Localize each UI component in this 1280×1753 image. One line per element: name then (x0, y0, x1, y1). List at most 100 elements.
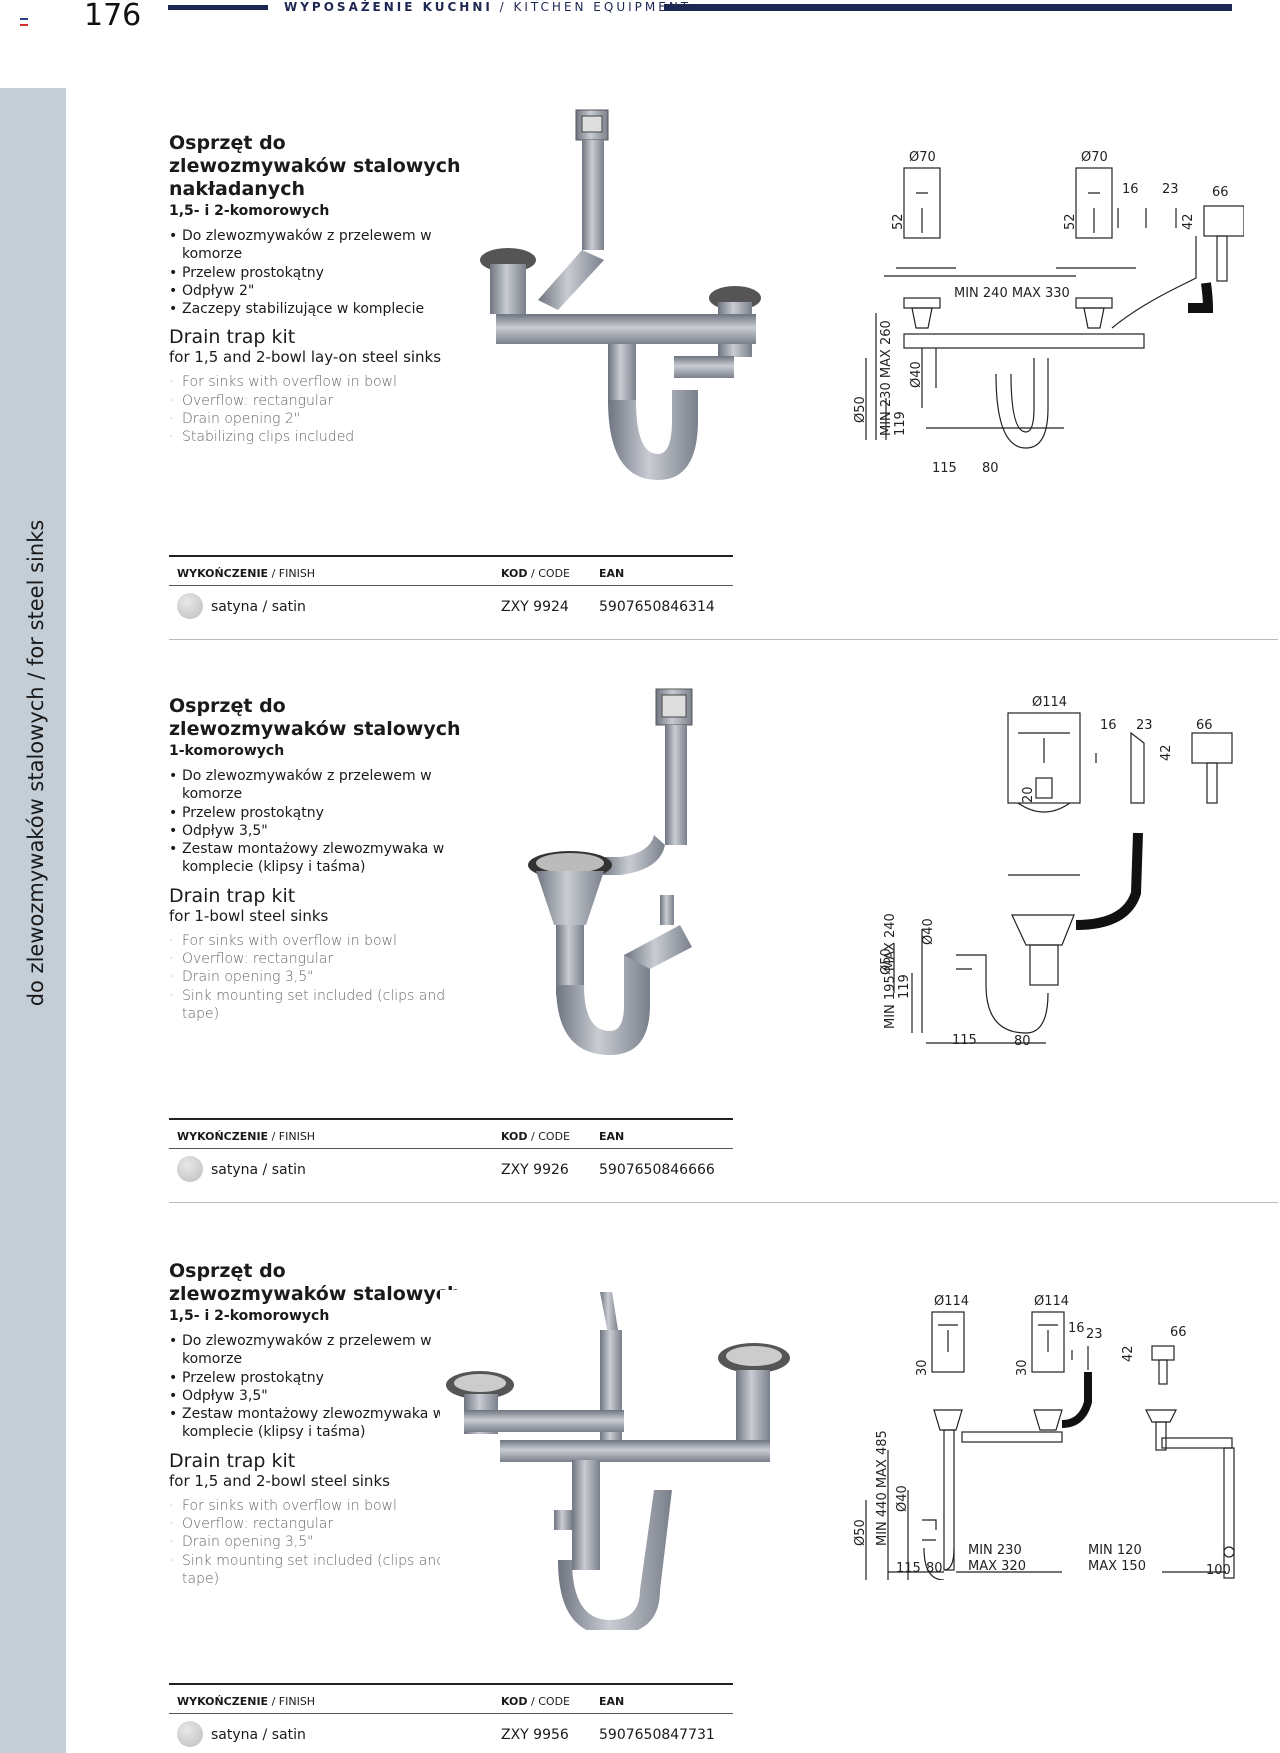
dim-label: MIN 240 MAX 330 (954, 286, 1070, 301)
finish-header: WYKOŃCZENIE / FINISH (177, 1130, 316, 1143)
product-subtitle-pl: 1-komorowych (169, 743, 285, 759)
dim-label: MIN 230 MAX 260 (879, 320, 894, 436)
feature-en: Sink mounting set included (clips and ta… (169, 1552, 479, 1589)
product-2-table: WYKOŃCZENIE / FINISH KOD / CODE EAN saty… (169, 1118, 733, 1183)
dim-label: 30 (915, 1359, 930, 1376)
dim-label: 16 (1068, 1321, 1085, 1336)
page-number: 176 (84, 0, 142, 33)
dim-label: 52 (1063, 213, 1078, 230)
dim-label: 66 (1170, 1325, 1187, 1340)
dim-label: 100 (1206, 1563, 1231, 1578)
product-title-en: Drain trap kit (169, 884, 296, 907)
feature-en: Overflow: rectangular (169, 392, 479, 411)
feature-pl: Do zlewozmywaków z przelewem w komorze (169, 1332, 479, 1369)
ean-value: 5907650847731 (599, 1727, 715, 1743)
product-subtitle-pl: 1,5- i 2-komorowych (169, 203, 330, 219)
code-header: KOD / CODE (501, 1695, 570, 1708)
features-en: For sinks with overflow in bowl Overflow… (169, 932, 479, 1023)
dim-label: Ø50 (853, 1519, 868, 1546)
feature-pl: Przelew prostokątny (169, 804, 479, 823)
finish-swatch (177, 1721, 203, 1747)
ean-header: EAN (599, 1695, 625, 1708)
flag-icon (20, 18, 28, 26)
features-en: For sinks with overflow in bowl Overflow… (169, 373, 479, 446)
product-1-technical-drawing: Ø70 Ø70 16 23 66 52 52 42 MIN 240 MAX 33… (853, 150, 1244, 476)
dim-label: Ø50 (879, 948, 894, 975)
finish-swatch (177, 1156, 203, 1182)
section-divider (169, 639, 1278, 640)
product-1-photo (478, 100, 778, 510)
feature-pl: Przelew prostokątny (169, 1369, 479, 1388)
product-3-table: WYKOŃCZENIE / FINISH KOD / CODE EAN saty… (169, 1683, 733, 1748)
feature-pl: Zaczepy stabilizujące w komplecie (169, 300, 479, 319)
features-pl: Do zlewozmywaków z przelewem w komorze P… (169, 227, 479, 319)
product-2-description: Osprzęt do zlewozmywaków stalowych 1-kom… (169, 695, 479, 1023)
section-label: WYPOSAŻENIE KUCHNI / KITCHEN EQUIPMENT (284, 0, 691, 14)
dim-label: MIN 230 (968, 1543, 1022, 1558)
dim-label: Ø70 (909, 150, 936, 165)
ean-value: 5907650846666 (599, 1162, 715, 1178)
product-3-photo (440, 1290, 800, 1630)
product-1-description: Osprzęt do zlewozmywaków stalowych nakła… (169, 132, 479, 447)
dim-label: 80 (1014, 1034, 1031, 1049)
dim-label: 42 (1159, 744, 1174, 761)
feature-en: Stabilizing clips included (169, 428, 479, 447)
dim-label: 20 (1021, 786, 1036, 803)
dim-label: Ø40 (895, 1485, 910, 1512)
section-label-separator: / (492, 0, 514, 14)
features-en: For sinks with overflow in bowl Overflow… (169, 1497, 479, 1588)
dim-label: MAX 320 (968, 1559, 1026, 1574)
dim-label: 66 (1196, 718, 1213, 733)
product-title-en: Drain trap kit (169, 326, 296, 349)
dim-label: 119 (897, 974, 912, 999)
feature-pl: Odpływ 3,5" (169, 1387, 479, 1406)
finish-value: satyna / satin (211, 599, 306, 615)
feature-pl: Przelew prostokątny (169, 264, 479, 283)
finish-value: satyna / satin (211, 1162, 306, 1178)
dim-label: 16 (1122, 182, 1139, 197)
features-pl: Do zlewozmywaków z przelewem w komorze P… (169, 1332, 479, 1442)
finish-value: satyna / satin (211, 1727, 306, 1743)
section-divider (169, 1202, 1278, 1203)
feature-en: For sinks with overflow in bowl (169, 373, 479, 392)
dim-label: 66 (1212, 185, 1229, 200)
dim-label: Ø40 (921, 918, 936, 945)
feature-en: Overflow: rectangular (169, 1515, 479, 1534)
product-subtitle-en: for 1,5 and 2-bowl lay-on steel sinks (169, 348, 442, 367)
feature-pl: Do zlewozmywaków z przelewem w komorze (169, 767, 479, 804)
dim-label: 115 (896, 1561, 921, 1576)
code-header: KOD / CODE (501, 567, 570, 580)
feature-pl: Do zlewozmywaków z przelewem w komorze (169, 227, 479, 264)
product-3-technical-drawing: Ø114 Ø114 16 23 66 30 30 42 Ø50 MIN 440 … (853, 1294, 1235, 1580)
ean-header: EAN (599, 567, 625, 580)
dim-label: MIN 195 MAX 240 (883, 913, 898, 1029)
header-rule-left (168, 5, 268, 10)
dim-label: 115 (932, 461, 957, 476)
product-1-table: WYKOŃCZENIE / FINISH KOD / CODE EAN saty… (169, 555, 733, 620)
code-value: ZXY 9926 (501, 1162, 569, 1178)
product-2-photo (510, 685, 730, 1075)
feature-pl: Zestaw montażowy zlewozmywaka w kompleci… (169, 1405, 479, 1442)
feature-pl: Zestaw montażowy zlewozmywaka w kompleci… (169, 840, 479, 877)
feature-en: Drain opening 2" (169, 410, 479, 429)
dim-label: 42 (1181, 213, 1196, 230)
feature-pl: Odpływ 3,5" (169, 822, 479, 841)
code-value: ZXY 9924 (501, 599, 569, 615)
dim-label: Ø70 (1081, 150, 1108, 165)
dim-label: 52 (891, 213, 906, 230)
feature-pl: Odpływ 2" (169, 282, 479, 301)
dim-label: 23 (1162, 182, 1179, 197)
dim-label: Ø50 (853, 396, 868, 423)
dim-label: Ø114 (1032, 695, 1067, 710)
product-title-en: Drain trap kit (169, 1449, 296, 1472)
product-2-technical-drawing: Ø114 16 23 66 42 20 Ø50 MIN 195 MAX 240 … (879, 695, 1233, 1049)
dim-label: 23 (1136, 718, 1153, 733)
sidebar (0, 88, 66, 1753)
dim-label: 119 (893, 411, 908, 436)
dim-label: Ø40 (909, 361, 924, 388)
section-label-en: KITCHEN EQUIPMENT (513, 0, 692, 14)
product-subtitle-pl: 1,5- i 2-komorowych (169, 1308, 330, 1324)
feature-en: Drain opening 3,5" (169, 1533, 479, 1552)
dim-label: MIN 120 (1088, 1543, 1142, 1558)
dim-label: MAX 150 (1088, 1559, 1146, 1574)
